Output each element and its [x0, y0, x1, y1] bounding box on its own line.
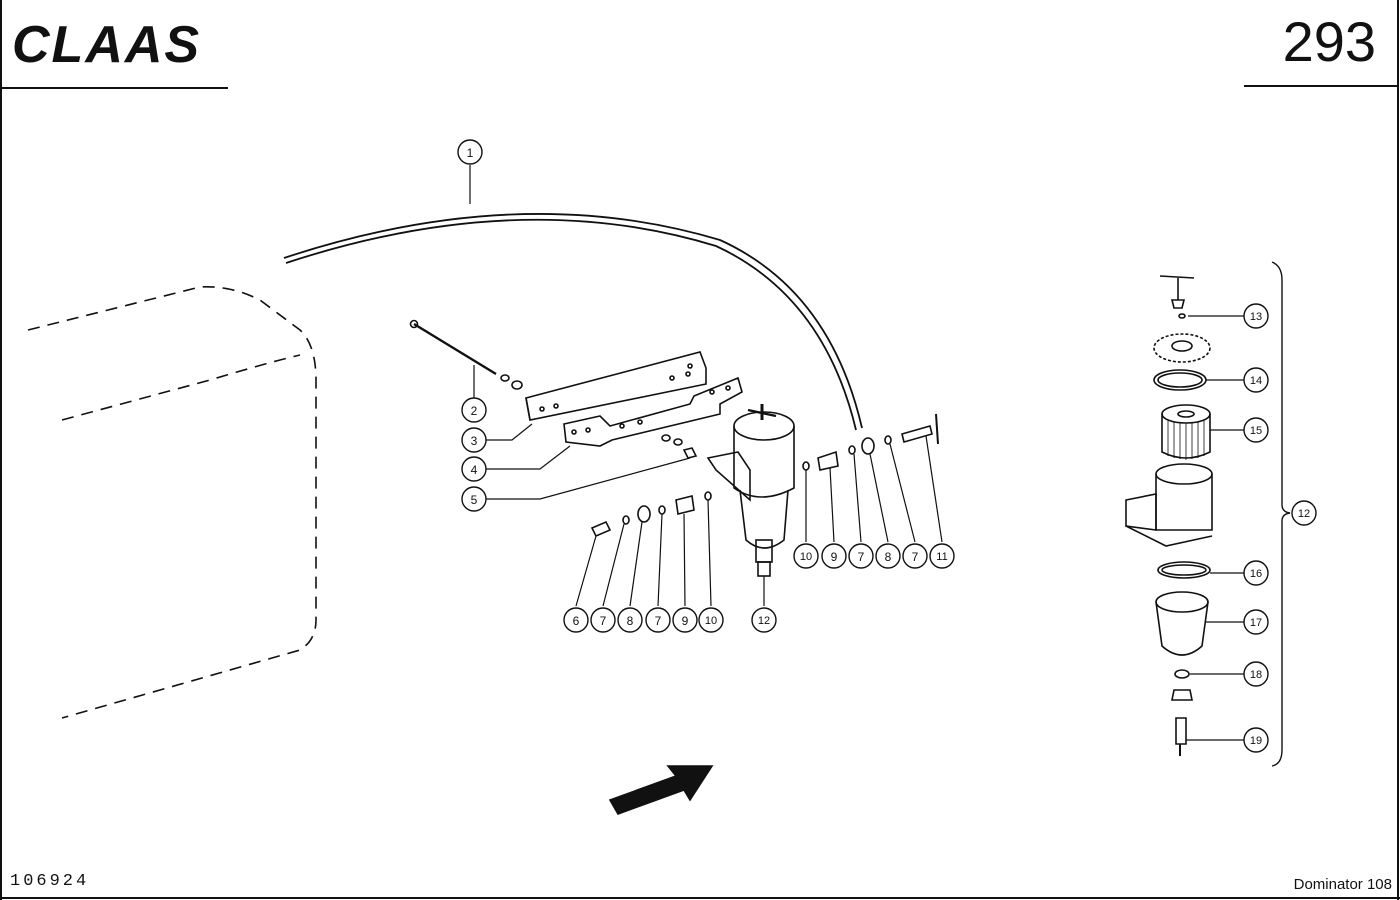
bracket-upper [486, 351, 707, 441]
callout-7b: 7 [645, 607, 671, 633]
callout-4: 4 [461, 456, 487, 482]
svg-text:2: 2 [471, 404, 478, 418]
callout-17: 17 [1243, 609, 1269, 635]
svg-text:3: 3 [471, 434, 478, 448]
long-bolt [409, 319, 523, 398]
svg-text:8: 8 [885, 550, 892, 564]
svg-text:7: 7 [858, 550, 865, 564]
svg-text:16: 16 [1250, 568, 1262, 580]
svg-text:15: 15 [1250, 425, 1262, 437]
svg-text:7: 7 [655, 614, 662, 628]
svg-text:9: 9 [831, 550, 838, 564]
svg-text:12: 12 [758, 615, 770, 627]
callout-6: 6 [563, 607, 589, 633]
svg-text:4: 4 [471, 463, 478, 477]
left-fittings [575, 491, 712, 607]
callout-10b: 10 [793, 543, 819, 569]
svg-text:17: 17 [1250, 617, 1262, 629]
callout-10a: 10 [698, 607, 724, 633]
direction-arrow [608, 765, 714, 815]
callouts: 1 2 3 4 5 6 7 8 7 9 10 12 10 9 7 8 7 11 … [457, 139, 1317, 753]
fuel-filter-assembly [706, 404, 795, 606]
svg-text:1: 1 [467, 146, 474, 160]
model-name: Dominator 108 [1293, 876, 1392, 893]
callout-14: 14 [1243, 367, 1269, 393]
callout-7a: 7 [590, 607, 616, 633]
svg-text:7: 7 [912, 550, 919, 564]
svg-text:13: 13 [1250, 311, 1262, 323]
fuel-hose [283, 165, 863, 431]
svg-text:14: 14 [1250, 375, 1262, 387]
brand-text: CLAAS [12, 18, 201, 70]
callout-19: 19 [1243, 727, 1269, 753]
right-fittings [802, 413, 943, 543]
callout-15: 15 [1243, 417, 1269, 443]
callout-3: 3 [461, 427, 487, 453]
svg-text:10: 10 [800, 551, 812, 563]
claas-logo: CLAAS [12, 18, 201, 70]
callout-1: 1 [457, 139, 483, 165]
callout-7c: 7 [848, 543, 874, 569]
svg-text:10: 10 [705, 615, 717, 627]
svg-text:19: 19 [1250, 735, 1262, 747]
svg-text:8: 8 [627, 614, 634, 628]
svg-text:18: 18 [1250, 669, 1262, 681]
callout-9a: 9 [672, 607, 698, 633]
callout-12a: 12 [751, 607, 777, 633]
callout-12b: 12 [1291, 500, 1317, 526]
callout-18: 18 [1243, 661, 1269, 687]
filter-exploded-column [1125, 261, 1291, 767]
svg-text:9: 9 [682, 614, 689, 628]
callout-11: 11 [929, 543, 955, 569]
drawing-number: 106924 [10, 872, 90, 891]
small-bolt [486, 447, 698, 500]
svg-text:7: 7 [600, 614, 607, 628]
svg-text:5: 5 [471, 493, 478, 507]
svg-text:11: 11 [936, 551, 947, 563]
callout-9b: 9 [821, 543, 847, 569]
callout-2: 2 [461, 397, 487, 423]
svg-text:6: 6 [573, 614, 580, 628]
callout-8b: 8 [875, 543, 901, 569]
fuel-tank-outline [27, 285, 317, 719]
bracket-lower [486, 376, 743, 470]
svg-text:12: 12 [1298, 508, 1310, 520]
callout-13: 13 [1243, 303, 1269, 329]
callout-7d: 7 [902, 543, 928, 569]
callout-5: 5 [461, 486, 487, 512]
callout-8a: 8 [617, 607, 643, 633]
page-number: 293 [1282, 10, 1376, 73]
callout-16: 16 [1243, 560, 1269, 586]
